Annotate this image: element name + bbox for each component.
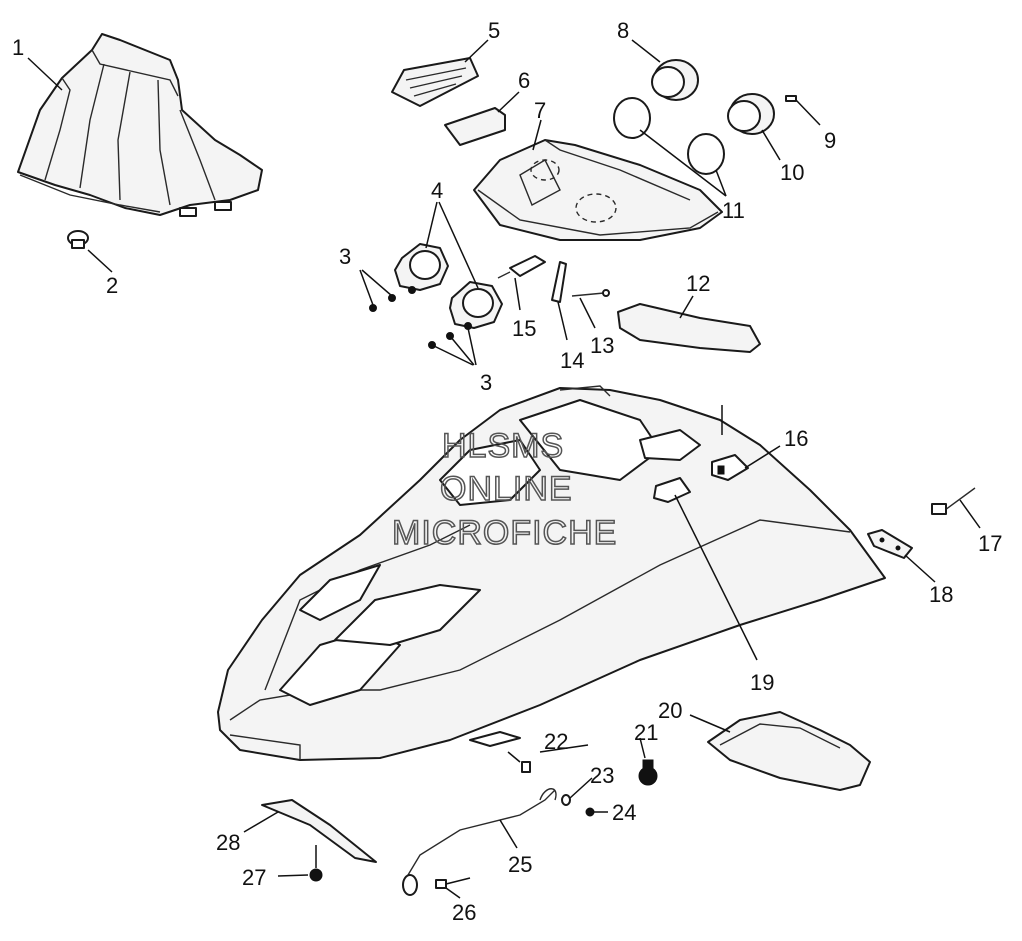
part-vent-grille	[391, 57, 479, 107]
callout-28: 28	[216, 830, 240, 855]
part-rivet	[67, 230, 89, 249]
part-screw-27	[309, 845, 323, 882]
part-screw-26	[435, 877, 471, 889]
callout-24: 24	[612, 800, 636, 825]
part-dash-console	[473, 139, 723, 241]
callout-5: 5	[488, 18, 500, 43]
part-strap	[551, 261, 567, 303]
callout-21: 21	[634, 720, 658, 745]
part-tether-25	[402, 788, 557, 896]
callout-8: 8	[617, 18, 629, 43]
callout-22: 22	[544, 729, 568, 754]
part-rod	[571, 289, 610, 297]
part-pin	[785, 95, 797, 102]
callout-18: 18	[929, 582, 953, 607]
part-knob-21	[638, 759, 658, 786]
callout-9: 9	[824, 128, 836, 153]
part-windshield	[17, 33, 263, 217]
callout-27: 27	[242, 865, 266, 890]
watermark-line-2: ONLINE	[440, 470, 573, 508]
part-gauge-rings	[613, 97, 725, 175]
part-nut-24	[585, 807, 595, 817]
callout-2: 2	[106, 273, 118, 298]
part-cover-20	[707, 711, 871, 791]
part-gauge-upper	[651, 59, 699, 101]
callout-25: 25	[508, 852, 532, 877]
callout-23: 23	[590, 763, 614, 788]
part-bolt	[497, 255, 546, 279]
part-screw-22	[507, 751, 531, 773]
part-pad	[444, 107, 506, 146]
part-bracket-18	[867, 529, 913, 559]
part-plate-28	[261, 799, 377, 863]
callout-3-lower: 3	[480, 370, 492, 395]
part-screw-16	[717, 465, 725, 475]
part-bezel-right	[449, 281, 503, 329]
callout-6: 6	[518, 68, 530, 93]
leader-lines	[27, 39, 981, 899]
callout-10: 10	[780, 160, 804, 185]
callout-3-upper: 3	[339, 244, 351, 269]
part-cable-17	[931, 487, 976, 515]
watermark-line-3: MICROFICHE	[392, 514, 617, 552]
callout-16: 16	[784, 426, 808, 451]
watermark-line-1: HLSMS	[442, 427, 564, 465]
callouts: 1 2 3 3 4 5 6 7 8 9 10 11 12 13 14 15 16…	[12, 18, 1002, 925]
callout-26: 26	[452, 900, 476, 925]
part-washer-23	[561, 794, 571, 806]
callout-13: 13	[590, 333, 614, 358]
callout-4: 4	[431, 178, 443, 203]
part-gauge-lower	[727, 93, 775, 135]
callout-7: 7	[534, 98, 546, 123]
part-bezel-left	[394, 243, 449, 291]
callout-1: 1	[12, 35, 24, 60]
callout-14: 14	[560, 348, 584, 373]
callout-12: 12	[686, 271, 710, 296]
part-trim-strip	[617, 303, 761, 353]
part-hood	[217, 385, 886, 761]
callout-17: 17	[978, 531, 1002, 556]
callout-19: 19	[750, 670, 774, 695]
watermark: HLSMS ONLINE MICROFICHE	[391, 426, 617, 553]
callout-11: 11	[722, 198, 745, 223]
callout-15: 15	[512, 316, 536, 341]
callout-20: 20	[658, 698, 682, 723]
